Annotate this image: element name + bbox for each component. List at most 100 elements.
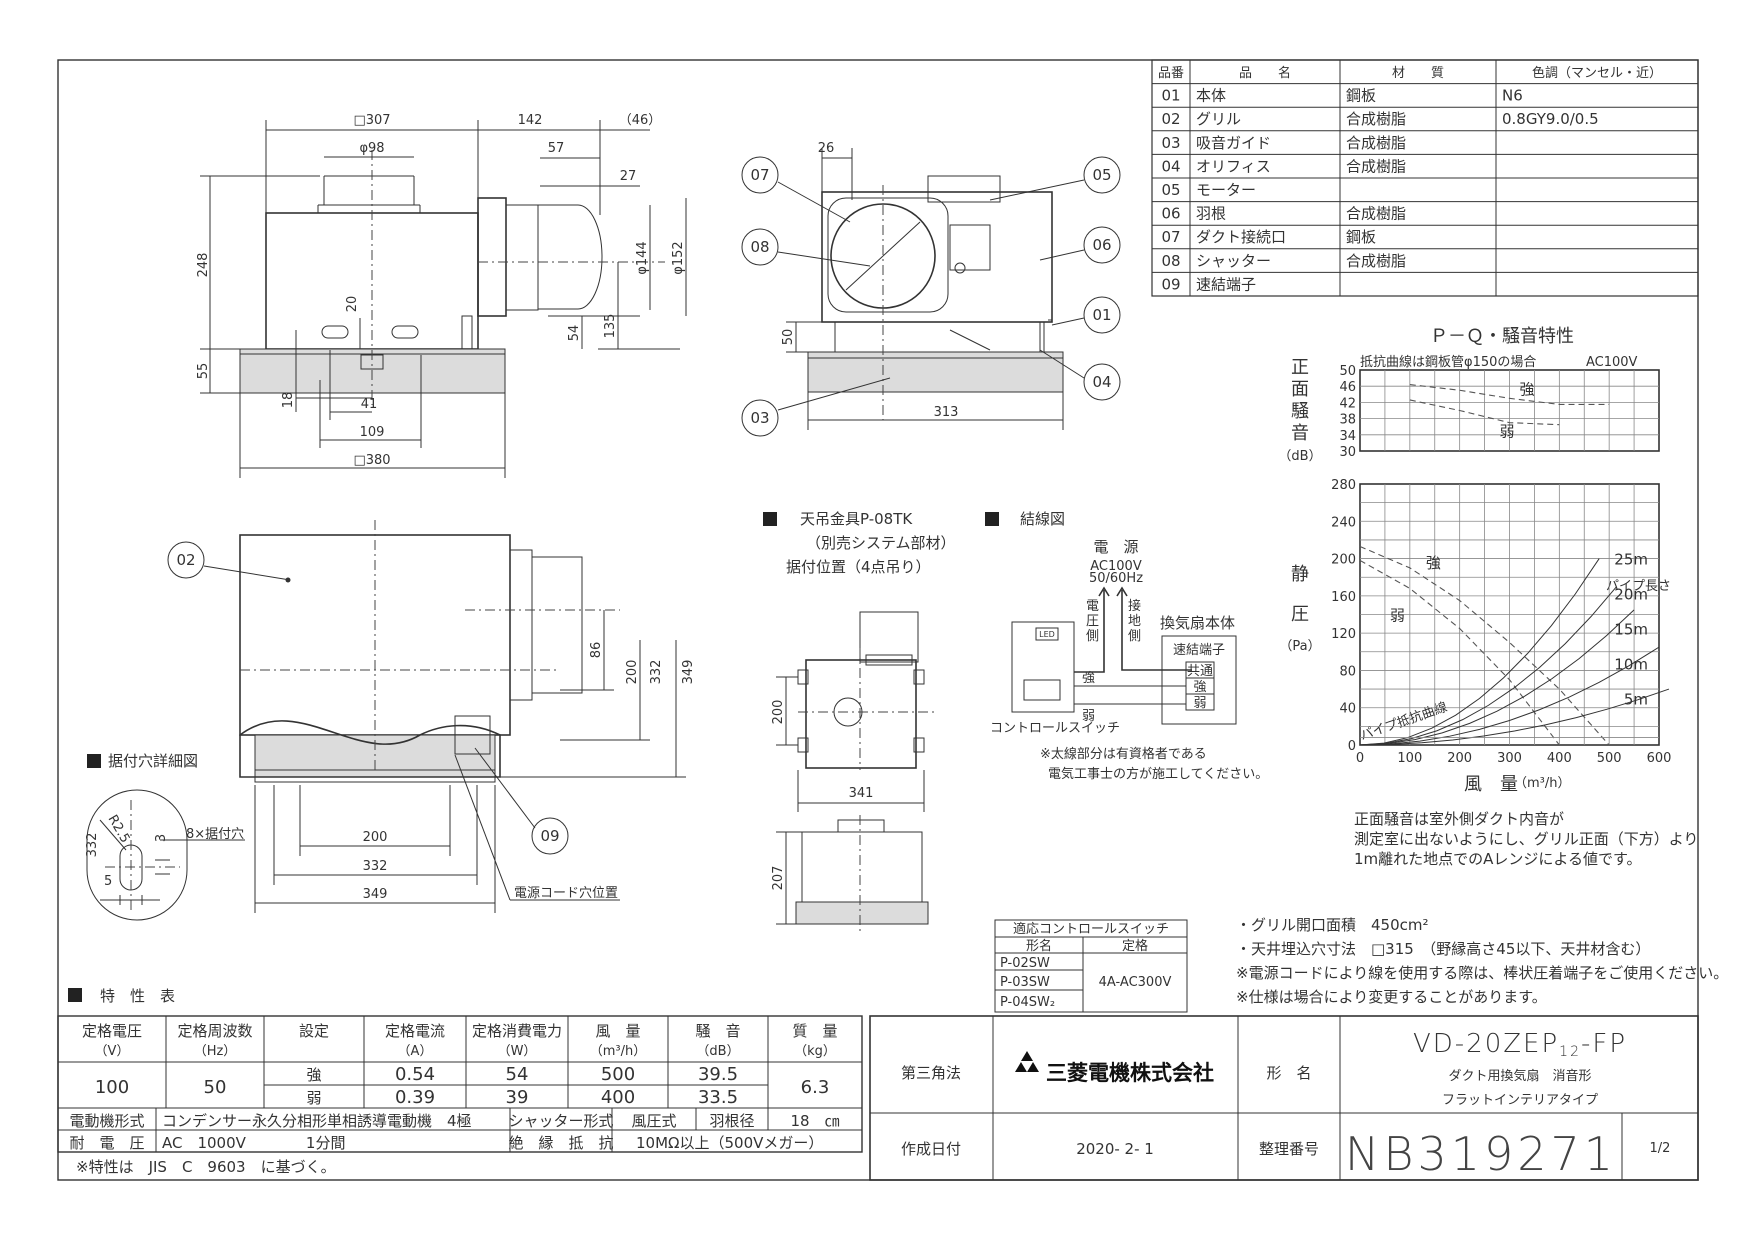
noise-series-strong (1409, 384, 1610, 405)
spec-current: 0.39 (395, 1087, 435, 1108)
chart-note-2: 測定室に出ないようにし、グリル正面（下方）より (1354, 830, 1698, 848)
dim-142: 142 (518, 113, 543, 128)
switch-col-model: 形名 (1026, 938, 1052, 954)
title-block: 第三角法 三菱電機株式会社 形 名 VD-20ZEP12-FP ダクト用換気扇 … (869, 1015, 1699, 1181)
wire-strong-label: 強 (1082, 671, 1095, 686)
dim-200h: 200 (363, 830, 388, 845)
power-label: 電 源 (1093, 538, 1138, 556)
pq-ytick: 80 (1339, 664, 1356, 679)
spec-title: 特 性 表 (100, 987, 175, 1005)
resistance-curve-label: パイプ抵抗曲線 (1358, 699, 1449, 744)
ground-side-1: 接 (1128, 598, 1141, 614)
pq-xtick: 600 (1647, 751, 1672, 766)
spec-header: 騒 音 (695, 1022, 740, 1040)
front-view: □307 142 （46） φ98 57 27 248 55 20 φ144 φ… (196, 113, 687, 478)
parts-header: 材 質 (1392, 66, 1444, 81)
date-label: 作成日付 (901, 1140, 961, 1158)
noise-series-weak (1409, 399, 1560, 426)
parts-header: 品 名 (1239, 65, 1291, 81)
noise-note-left: 抵抗曲線は鋼板管φ150の場合 (1360, 354, 1536, 370)
wiring-note-1: ※太線部分は有資格者である (1040, 746, 1207, 762)
dim-332h: 332 (363, 859, 388, 874)
part-material: 鋼板 (1346, 87, 1376, 105)
hanger-title: 天吊金具P-08TK (800, 510, 913, 528)
part-name: モーター (1196, 181, 1256, 199)
ground-side-3: 側 (1128, 629, 1141, 644)
motor-value: コンデンサー永久分相形単相誘導電動機 4極 (162, 1112, 472, 1130)
pq-xtick: 500 (1597, 751, 1622, 766)
spec-header-unit: （A） (398, 1044, 433, 1059)
noise-series-label: 弱 (1500, 423, 1515, 441)
airflow-xlabel: 風 量 (1464, 774, 1518, 795)
dim-phi98: φ98 (359, 141, 384, 156)
hanger-dim-207: 207 (771, 866, 786, 891)
chart-title: Ｐ－Ｑ・騒音特性 (1430, 326, 1574, 347)
spec-header-unit: （m³/h） (590, 1044, 647, 1059)
control-switch-label: コントロールスイッチ (990, 721, 1120, 736)
part-number: 05 (1161, 181, 1180, 199)
pipe-curve (1359, 558, 1600, 746)
pq-ytick: 240 (1331, 515, 1356, 530)
power-cord-hole-label: 電源コード穴位置 (514, 886, 618, 901)
spec-header: 質 量 (792, 1022, 837, 1040)
callout-08: 08 (750, 238, 769, 256)
voltage-side-2: 圧 (1086, 614, 1099, 629)
pq-ytick: 40 (1339, 702, 1356, 717)
blade-value: 18 ㎝ (790, 1112, 839, 1130)
hanger-subtitle: （別売システム部材） (806, 534, 956, 552)
pipe-length-label: 10m (1614, 655, 1648, 673)
remark-2: ・天井埋込穴寸法 □315 （野縁高さ45以下、天井材含む） (1236, 940, 1650, 958)
pipe-curve (1359, 586, 1618, 746)
callout-03: 03 (750, 409, 769, 427)
spec-header: 定格電流 (385, 1022, 445, 1040)
spec-noise: 33.5 (698, 1087, 738, 1108)
part-color: 0.8GY9.0/0.5 (1502, 110, 1599, 128)
doc-no-label: 整理番号 (1259, 1140, 1319, 1158)
terminal-weak: 弱 (1193, 696, 1206, 711)
dim-26: 26 (818, 141, 835, 156)
pipe-length-label: 15m (1614, 620, 1648, 638)
wiring-title: 結線図 (1020, 510, 1065, 528)
dim-86: 86 (589, 642, 604, 659)
pq-series-label: 強 (1426, 554, 1441, 572)
pipe-length-label: 5m (1624, 690, 1648, 708)
dim-18: 18 (281, 392, 296, 409)
spec-voltage: 100 (95, 1077, 129, 1098)
part-number: 03 (1161, 134, 1180, 152)
spec-setting: 弱 (306, 1089, 321, 1107)
callout-09: 09 (540, 827, 559, 845)
dim-27: 27 (620, 169, 637, 184)
wire-weak-label: 弱 (1082, 709, 1095, 724)
spec-header: 定格電圧 (82, 1022, 142, 1040)
dim-200v: 200 (625, 660, 640, 685)
mount-hole-label: 8×据付穴 (186, 827, 244, 842)
model-label: 形 名 (1266, 1064, 1311, 1082)
pq-series-strong (1359, 545, 1610, 746)
pq-xtick: 300 (1497, 751, 1522, 766)
spec-setting: 強 (306, 1066, 321, 1084)
dim-phi152: φ152 (671, 241, 686, 274)
pq-series-label: 弱 (1390, 606, 1405, 624)
spec-header-unit: （V） (95, 1044, 130, 1059)
part-number: 02 (1161, 110, 1180, 128)
remarks: ・グリル開口面積 450cm² ・天井埋込穴寸法 □315 （野縁高さ45以下、… (1236, 916, 1728, 1006)
shutter-label: シャッター形式 (508, 1112, 613, 1130)
motor-label: 電動機形式 (69, 1112, 144, 1130)
dim-46: （46） (619, 113, 662, 128)
dim-109: 109 (360, 425, 385, 440)
noise-ytick: 30 (1339, 445, 1356, 460)
noise-ylabel-4: 音 (1291, 423, 1309, 444)
power-spec-1: AC100V (1090, 559, 1142, 574)
noise-ylabel-2: 面 (1291, 379, 1309, 400)
wiring-diagram: 結線図 電 源 AC100V 50/60Hz 電 圧 側 接 地 側 換気扇本体… (985, 510, 1268, 782)
company-name: 三菱電機株式会社 (1046, 1061, 1214, 1085)
bottom-view: 86 200 332 349 200 332 349 02 09 電源コード穴位… (167, 520, 696, 913)
chart-note-1: 正面騒音は室外側ダクト内音が (1354, 810, 1564, 828)
pq-ytick: 280 (1331, 478, 1356, 493)
voltage-side-3: 側 (1086, 629, 1099, 644)
remark-3: ※電源コードにより線を使用する際は、棒状圧着端子をご使用ください。 (1236, 964, 1728, 982)
pipe-length-title: パイプ長さ (1606, 579, 1671, 594)
